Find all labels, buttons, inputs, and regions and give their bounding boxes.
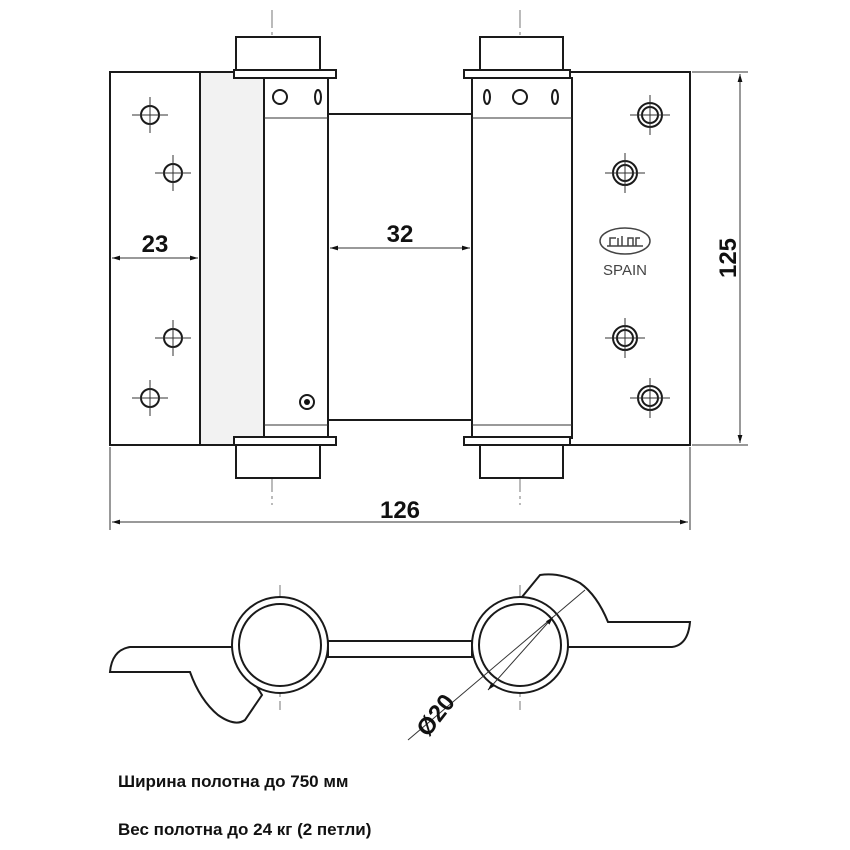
note-door-width: Ширина полотна до 750 мм xyxy=(118,772,349,791)
dim-height: 125 xyxy=(715,238,742,278)
left-bottom-flange xyxy=(233,436,337,446)
note-door-weight: Вес полотна до 24 кг (2 петли) xyxy=(118,820,372,839)
right-top-flange xyxy=(463,69,571,79)
dimensions: 23 32 125 126 xyxy=(109,71,748,530)
logo-mark-icon xyxy=(599,227,651,255)
left-leaf-fold xyxy=(199,71,267,446)
right-bottom-flange xyxy=(463,436,571,446)
adjust-hole-icon xyxy=(512,89,528,105)
middle-connector xyxy=(325,113,475,421)
dim-total-width: 126 xyxy=(380,497,420,524)
right-bottom-cap xyxy=(479,444,564,479)
left-bottom-cap xyxy=(235,444,321,479)
dim-leaf-width: 23 xyxy=(142,231,169,258)
dim-barrel-diameter: Ø20 xyxy=(411,689,460,741)
front-view: SPAIN xyxy=(109,36,691,479)
dim-gap-width: 32 xyxy=(387,221,414,248)
left-top-cap xyxy=(235,36,321,72)
logo: SPAIN xyxy=(599,227,651,279)
adjust-hole-icon xyxy=(272,89,288,105)
right-top-cap xyxy=(479,36,564,72)
right-barrel xyxy=(471,77,573,439)
logo-country: SPAIN xyxy=(603,262,647,279)
right-leaf xyxy=(569,71,691,446)
right-screw-holes xyxy=(605,95,670,418)
section-view: Ø20 xyxy=(108,573,692,742)
left-barrel xyxy=(263,77,329,439)
left-screw-holes xyxy=(132,97,191,416)
left-top-flange xyxy=(233,69,337,79)
